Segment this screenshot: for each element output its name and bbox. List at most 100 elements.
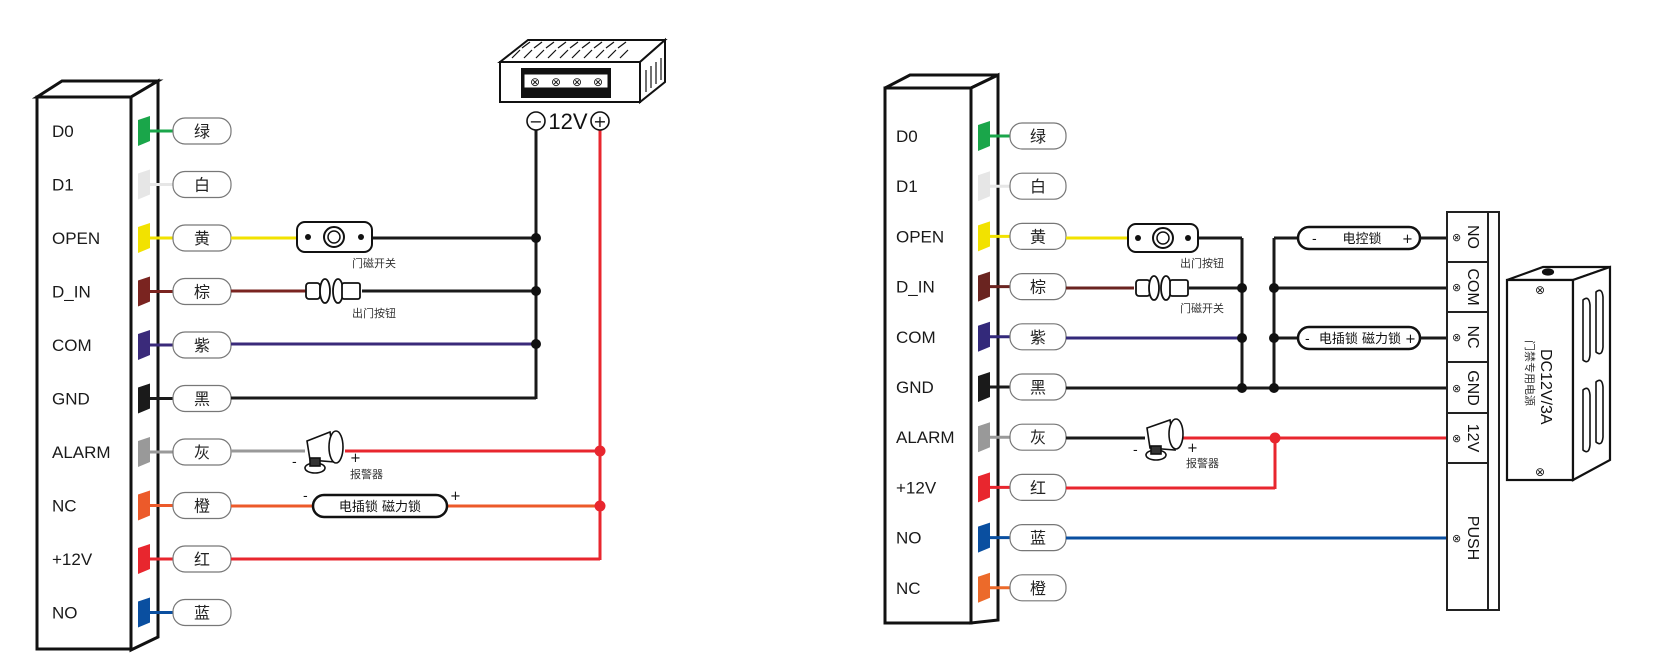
psu-plus-sign: + xyxy=(593,112,606,131)
pin-label: NC xyxy=(52,497,77,516)
terminal-screw-icon: ⊗ xyxy=(1452,231,1461,244)
terminal-label: NC xyxy=(1464,325,1481,348)
pin-color-tab xyxy=(978,572,990,603)
screw-icon: ⊗ xyxy=(1535,465,1545,479)
wire-color-label: 橙 xyxy=(194,497,210,516)
terminal-label: PUSH xyxy=(1464,516,1481,560)
pin-color-tab xyxy=(138,330,150,360)
pin-label: ALARM xyxy=(896,428,955,447)
terminal-label: NO xyxy=(1464,225,1481,249)
pin-label: OPEN xyxy=(896,227,944,246)
junction-dot xyxy=(1237,383,1247,393)
junction-dot xyxy=(1269,432,1281,444)
pin-label: D0 xyxy=(896,127,918,146)
exit-button-caption: 出门按钮 xyxy=(352,306,396,320)
terminal-block: ⊗NO⊗COM⊗NC⊗GND⊗12V⊗PUSH xyxy=(1446,211,1500,611)
psu-voltage-label: 12V xyxy=(548,109,587,134)
lock-label: 电插锁 磁力锁 xyxy=(1319,331,1401,347)
wire-color-label: 灰 xyxy=(194,443,210,462)
elock-minus-sign: - xyxy=(1312,232,1317,247)
wire-color-label: 紫 xyxy=(194,336,210,355)
lock-body xyxy=(1296,325,1422,351)
left-wires xyxy=(231,130,602,561)
terminal-label: COM xyxy=(1464,268,1481,305)
left-junctions xyxy=(531,233,606,512)
dc-power-supply-model: DC12V/3A xyxy=(1537,349,1554,425)
alarm-siren-icon xyxy=(1145,418,1184,461)
pin-label: D_IN xyxy=(896,278,935,297)
wire-color-label: 棕 xyxy=(194,283,210,302)
pin-color-tab xyxy=(978,321,990,352)
pin-color-tab xyxy=(978,522,990,553)
wire-color-label: 黑 xyxy=(1030,378,1046,397)
wire-color-label: 蓝 xyxy=(1030,529,1046,548)
lock-minus-sign: - xyxy=(1305,332,1310,347)
pin-color-tab xyxy=(138,490,150,521)
pin-color-tab xyxy=(978,472,990,503)
wire-color-badge xyxy=(172,170,232,199)
pin-color-tab xyxy=(978,372,990,402)
pin-label: COM xyxy=(896,328,936,347)
pin-color-tab xyxy=(138,437,150,467)
exit-button-caption: 出门按钮 xyxy=(1180,256,1224,270)
lock-minus-sign: - xyxy=(303,489,308,504)
pin-color-tab xyxy=(138,116,150,146)
pin-label: GND xyxy=(896,378,934,397)
screw-icon: ⊗ xyxy=(530,75,540,89)
pin-row: GND 黑 xyxy=(896,372,1067,402)
pin-color-tab xyxy=(138,597,150,628)
pin-label: D1 xyxy=(896,177,918,196)
left-controller-box xyxy=(31,78,164,653)
lock-body xyxy=(311,493,449,519)
wire-color-label: 黑 xyxy=(194,390,210,409)
psu-minus-sign: − xyxy=(529,112,542,131)
pin-color-tab xyxy=(138,544,150,574)
screw-icon: ⊗ xyxy=(1535,283,1545,297)
wire-color-badge xyxy=(172,117,232,145)
pin-label: ALARM xyxy=(52,443,111,462)
pin-color-tab xyxy=(138,169,150,200)
exit-button-icon xyxy=(1127,223,1199,253)
junction-dot xyxy=(594,500,606,512)
elock-label: 电控锁 xyxy=(1342,231,1381,247)
alarm-caption: 报警器 xyxy=(1186,456,1219,470)
wire-color-label: 棕 xyxy=(1030,278,1046,297)
dc-power-supply-icon xyxy=(1505,265,1612,482)
wire-color-label: 紫 xyxy=(1030,328,1046,347)
wire-color-label: 红 xyxy=(194,550,210,569)
door-switch-icon xyxy=(1135,275,1189,301)
terminal-label: GND xyxy=(1464,370,1481,406)
pin-color-tab xyxy=(138,223,150,253)
wire-color-badge xyxy=(1009,574,1067,602)
junction-dot xyxy=(594,445,606,457)
wire-color-label: 绿 xyxy=(1030,127,1046,146)
right-wires xyxy=(1066,236,1448,540)
pin-row: D0 绿 xyxy=(896,121,1067,151)
psu-terminal-screws: ⊗ ⊗ ⊗ ⊗ xyxy=(530,75,603,89)
wire-color-badge xyxy=(1009,222,1067,250)
alarm-plus-sign: + xyxy=(350,451,361,466)
pin-row: D_IN 棕 xyxy=(896,271,1067,302)
pin-label: +12V xyxy=(896,478,937,497)
exit-button-icon xyxy=(305,278,361,304)
terminal-screw-icon: ⊗ xyxy=(1452,281,1461,294)
junction-dot xyxy=(531,286,541,296)
pin-color-tab xyxy=(978,271,990,302)
wire-color-badge xyxy=(1009,122,1067,150)
elock-body xyxy=(1296,225,1422,251)
junction-dot xyxy=(1237,333,1247,343)
pin-color-tab xyxy=(978,221,990,252)
pin-label: D0 xyxy=(52,122,74,141)
terminal-screw-icon: ⊗ xyxy=(1452,382,1461,395)
terminal-screw-icon: ⊗ xyxy=(1452,532,1461,545)
